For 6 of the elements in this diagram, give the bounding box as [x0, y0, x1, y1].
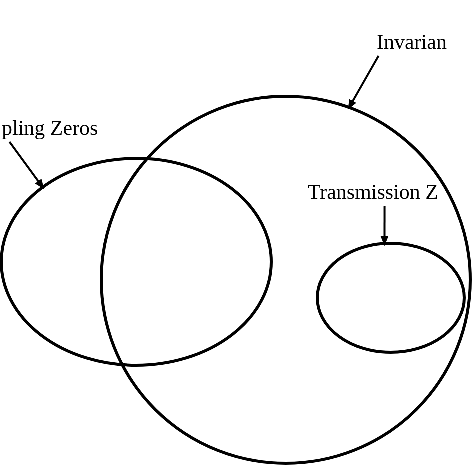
leader-arrow — [348, 56, 380, 110]
zero-set-label: pling Zeros — [2, 116, 130, 140]
leader-arrow — [380, 206, 389, 246]
zero-set-label: Invarian — [377, 30, 467, 54]
leader-arrow — [8, 141, 45, 190]
zero-set-label: Transmission Z — [308, 180, 468, 204]
